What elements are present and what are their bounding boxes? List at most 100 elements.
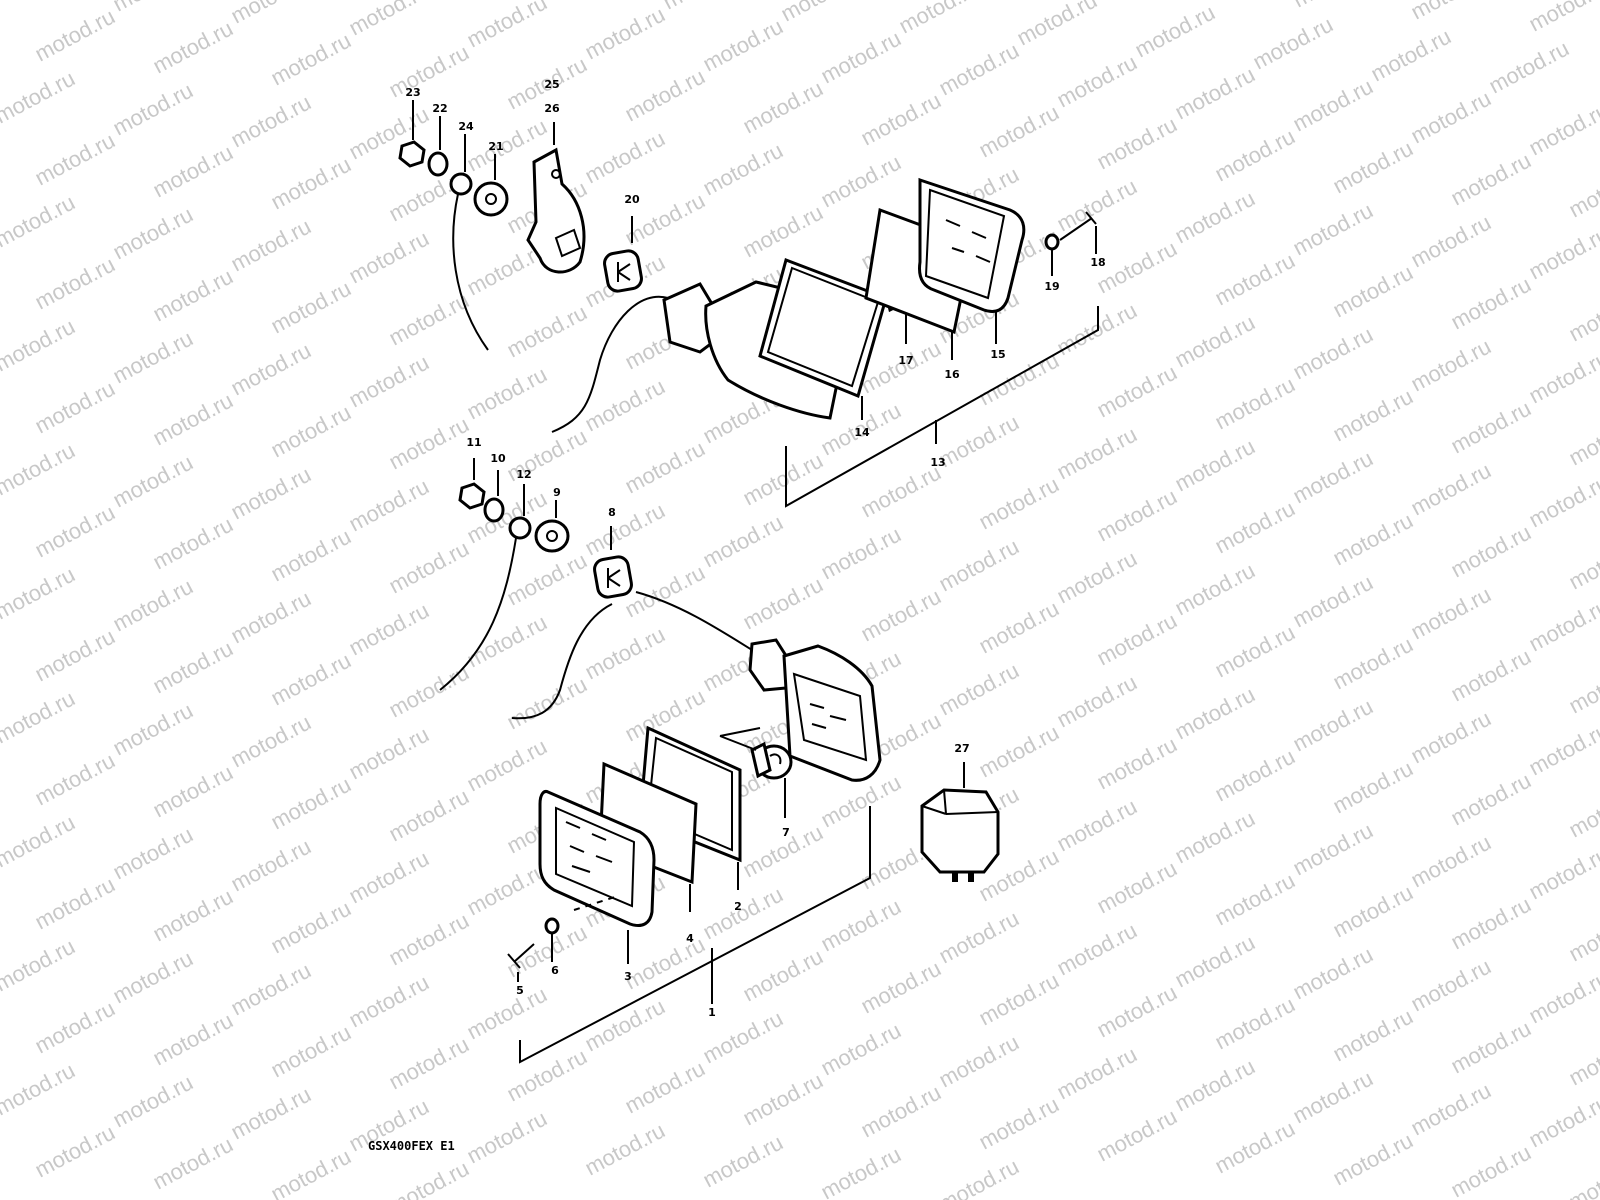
watermark-text: motod.ru	[1289, 446, 1377, 509]
watermark-text: motod.ru	[345, 226, 433, 289]
watermark-text: motod.ru	[227, 586, 315, 649]
watermark-text: motod.ru	[1565, 1028, 1600, 1091]
watermark-text: motod.ru	[345, 722, 433, 785]
watermark-text: motod.ru	[1093, 112, 1181, 175]
watermark-text: motod.ru	[1329, 1004, 1417, 1067]
watermark-text: motod.ru	[267, 772, 355, 835]
part-7-bulb	[719, 727, 793, 818]
watermark-text: motod.ru	[227, 0, 315, 28]
watermark-text: motod.ru	[385, 784, 473, 847]
watermark-text: motod.ru	[345, 474, 433, 537]
watermark-text: motod.ru	[1093, 484, 1181, 547]
watermark-text: motod.ru	[1565, 284, 1600, 347]
watermark-text: motod.ru	[0, 686, 79, 749]
watermark-text: motod.ru	[1485, 36, 1573, 99]
watermark-text: motod.ru	[581, 2, 669, 65]
watermark-text: motod.ru	[975, 596, 1063, 659]
watermark-text: motod.ru	[149, 388, 237, 451]
callout-9: 9	[553, 486, 561, 499]
watermark-text: motod.ru	[1093, 732, 1181, 795]
callout-22: 22	[432, 102, 447, 115]
watermark-text: motod.ru	[1447, 768, 1535, 831]
watermark-text: motod.ru	[0, 438, 79, 501]
watermark-text: motod.ru	[149, 1132, 237, 1195]
watermark-text: motod.ru	[1053, 1042, 1141, 1105]
watermark-text: motod.ru	[1525, 222, 1600, 285]
watermark-text: motod.ru	[31, 748, 119, 811]
callout-20: 20	[624, 193, 640, 206]
watermark-text: motod.ru	[1013, 0, 1101, 50]
callout-6: 6	[551, 964, 559, 977]
watermark-text: motod.ru	[0, 314, 79, 377]
watermark-text: motod.ru	[1131, 0, 1219, 62]
watermark-text: motod.ru	[975, 100, 1063, 163]
watermark-text: motod.ru	[1407, 1078, 1495, 1141]
watermark-text: motod.ru	[975, 472, 1063, 535]
watermark-text: motod.ru	[1171, 310, 1259, 373]
callout-19: 19	[1044, 280, 1059, 293]
callout-23: 23	[405, 86, 420, 99]
watermark-text: motod.ru	[1329, 1128, 1417, 1191]
watermark-text: motod.ru	[31, 4, 119, 67]
callout-2: 2	[734, 900, 742, 913]
watermark-text: motod.ru	[227, 1082, 315, 1145]
watermark-text: motod.ru	[1525, 346, 1600, 409]
watermark-text: motod.ru	[149, 140, 237, 203]
watermark-text: motod.ru	[1171, 930, 1259, 993]
watermark-text: motod.ru	[1093, 360, 1181, 423]
part-3-lens	[538, 790, 656, 964]
watermark-text: motod.ru	[1565, 532, 1600, 595]
watermark-text: motod.ru	[267, 400, 355, 463]
watermark-text: motod.ru	[267, 1144, 355, 1200]
watermark-text: motod.ru	[857, 584, 945, 647]
part-12-ground-wire	[439, 484, 532, 691]
watermark-text: motod.ru	[227, 90, 315, 153]
watermark-text: motod.ru	[385, 40, 473, 103]
watermark-text: motod.ru	[109, 946, 197, 1009]
watermark-text: motod.ru	[227, 462, 315, 525]
watermark-text: motod.ru	[1329, 384, 1417, 447]
watermark-text: motod.ru	[385, 1156, 473, 1200]
part-20-grommet	[603, 216, 643, 293]
callout-16: 16	[944, 368, 960, 381]
watermark-text: motod.ru	[1447, 396, 1535, 459]
callout-21: 21	[488, 140, 503, 153]
watermark-text: motod.ru	[267, 648, 355, 711]
watermark-text: motod.ru	[1171, 186, 1259, 249]
part-25-26-bracket	[526, 122, 586, 274]
callout-24: 24	[458, 120, 474, 133]
watermark-text: motod.ru	[1329, 260, 1417, 323]
watermark-text: motod.ru	[267, 276, 355, 339]
part-19-cap	[1044, 233, 1060, 276]
watermark-text: motod.ru	[699, 138, 787, 201]
callout-labels: 23 22 24 21 25 26 20 14 17 16 15 19 18 1…	[405, 78, 1105, 1019]
watermark-text: motod.ru	[857, 460, 945, 523]
watermark-text: motod.ru	[739, 76, 827, 139]
part-8-grommet	[593, 526, 633, 599]
watermark-text: motod.ru	[1407, 582, 1495, 645]
watermark-text: motod.ru	[1289, 818, 1377, 881]
watermark-text: motod.ru	[1211, 744, 1299, 807]
watermark-text: motod.ru	[1407, 830, 1495, 893]
watermark-text: motod.ru	[581, 1118, 669, 1181]
watermark-text: motod.ru	[1093, 1104, 1181, 1167]
watermark-text: motod.ru	[385, 1032, 473, 1095]
callout-27: 27	[954, 742, 969, 755]
watermark-text: motod.ru	[1289, 570, 1377, 633]
watermark-text: motod.ru	[1053, 794, 1141, 857]
watermark-text: motod.ru	[109, 450, 197, 513]
watermark-text: motod.ru	[581, 994, 669, 1057]
watermark-text: motod.ru	[345, 970, 433, 1033]
watermark-text: motod.ru	[1053, 50, 1141, 113]
watermark-text: motod.ru	[1525, 1090, 1600, 1153]
watermark-text: motod.ru	[31, 252, 119, 315]
part-18-screw	[1059, 211, 1097, 254]
watermark-text: motod.ru	[935, 534, 1023, 597]
watermark-text: motod.ru	[463, 1106, 551, 1169]
watermark-text: motod.ru	[1525, 98, 1600, 161]
callout-4: 4	[686, 932, 694, 945]
assembly-13-bracket	[785, 306, 1099, 508]
watermark-text: motod.ru	[739, 1068, 827, 1131]
watermark-text: motod.ru	[385, 908, 473, 971]
